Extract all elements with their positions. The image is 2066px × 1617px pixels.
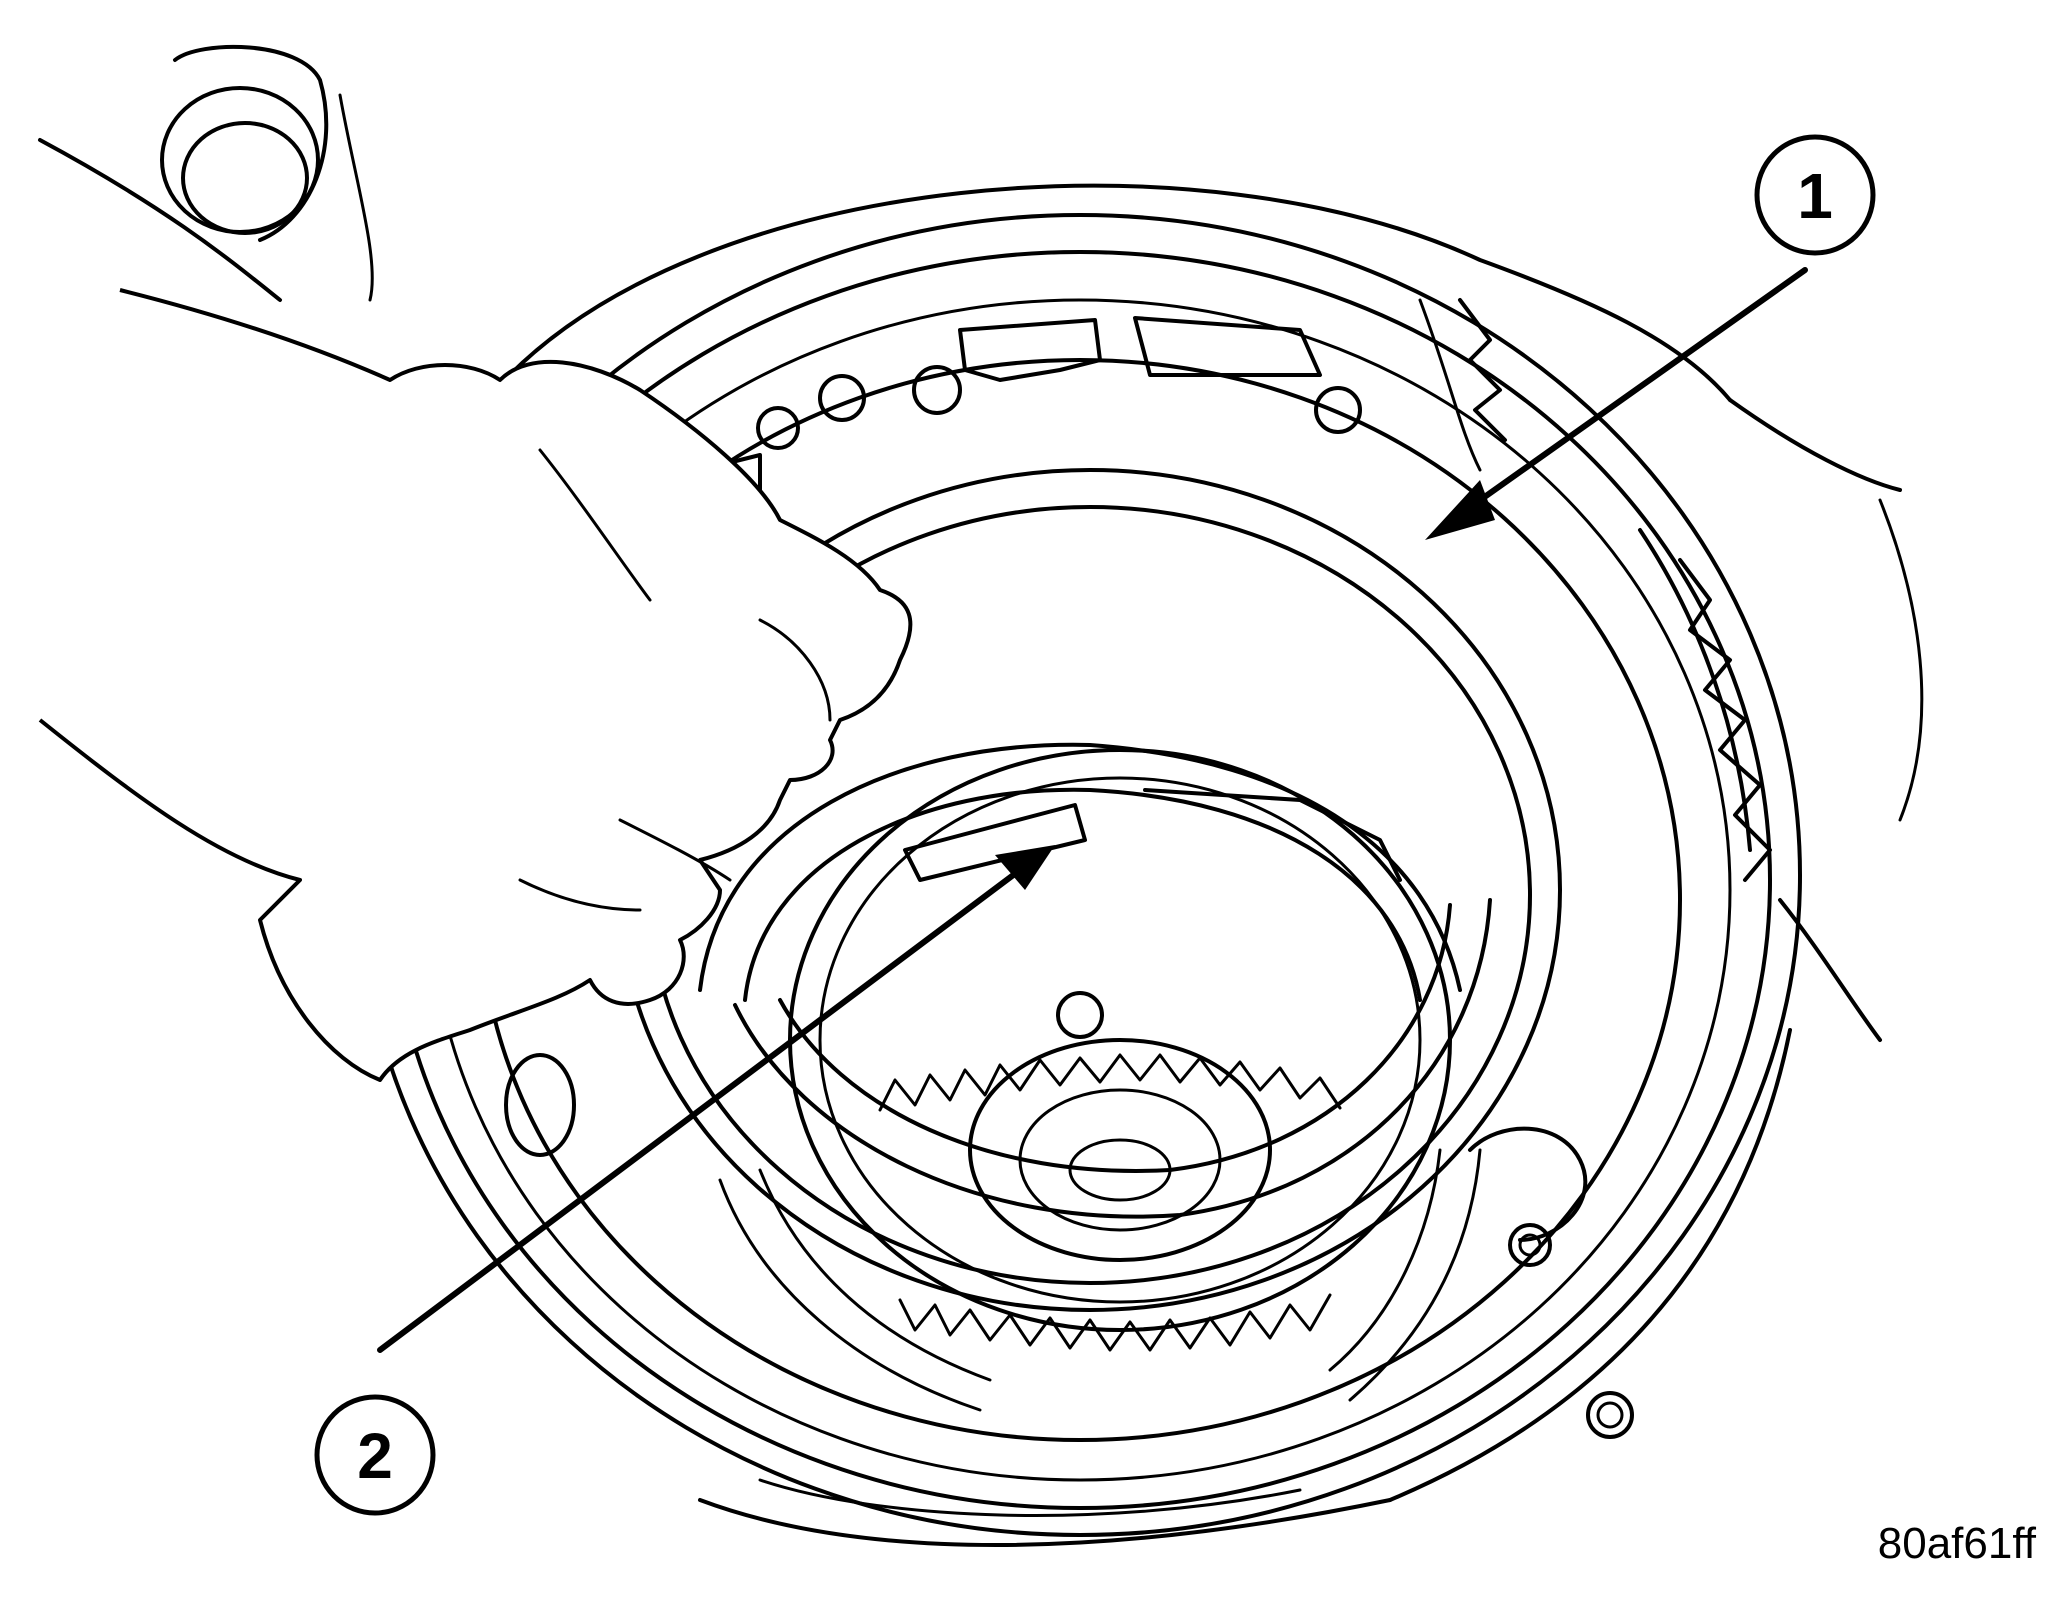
clutch-plates (718, 1126, 1588, 1412)
callout-1-label: 1 (1797, 160, 1833, 232)
callout-2: 2 (314, 1394, 436, 1516)
gear-ring (788, 748, 1452, 1352)
figure-id: 80af61ff (1877, 1519, 2036, 1568)
arrow-1 (1425, 267, 1808, 540)
callout-2-label: 2 (357, 1420, 393, 1492)
housing-teeth (1418, 298, 1772, 882)
arrow-2 (377, 845, 1055, 1353)
callout-1: 1 (1754, 134, 1876, 256)
housing (38, 44, 1924, 1547)
hand (38, 288, 913, 1082)
inner-ring (698, 742, 1462, 1002)
